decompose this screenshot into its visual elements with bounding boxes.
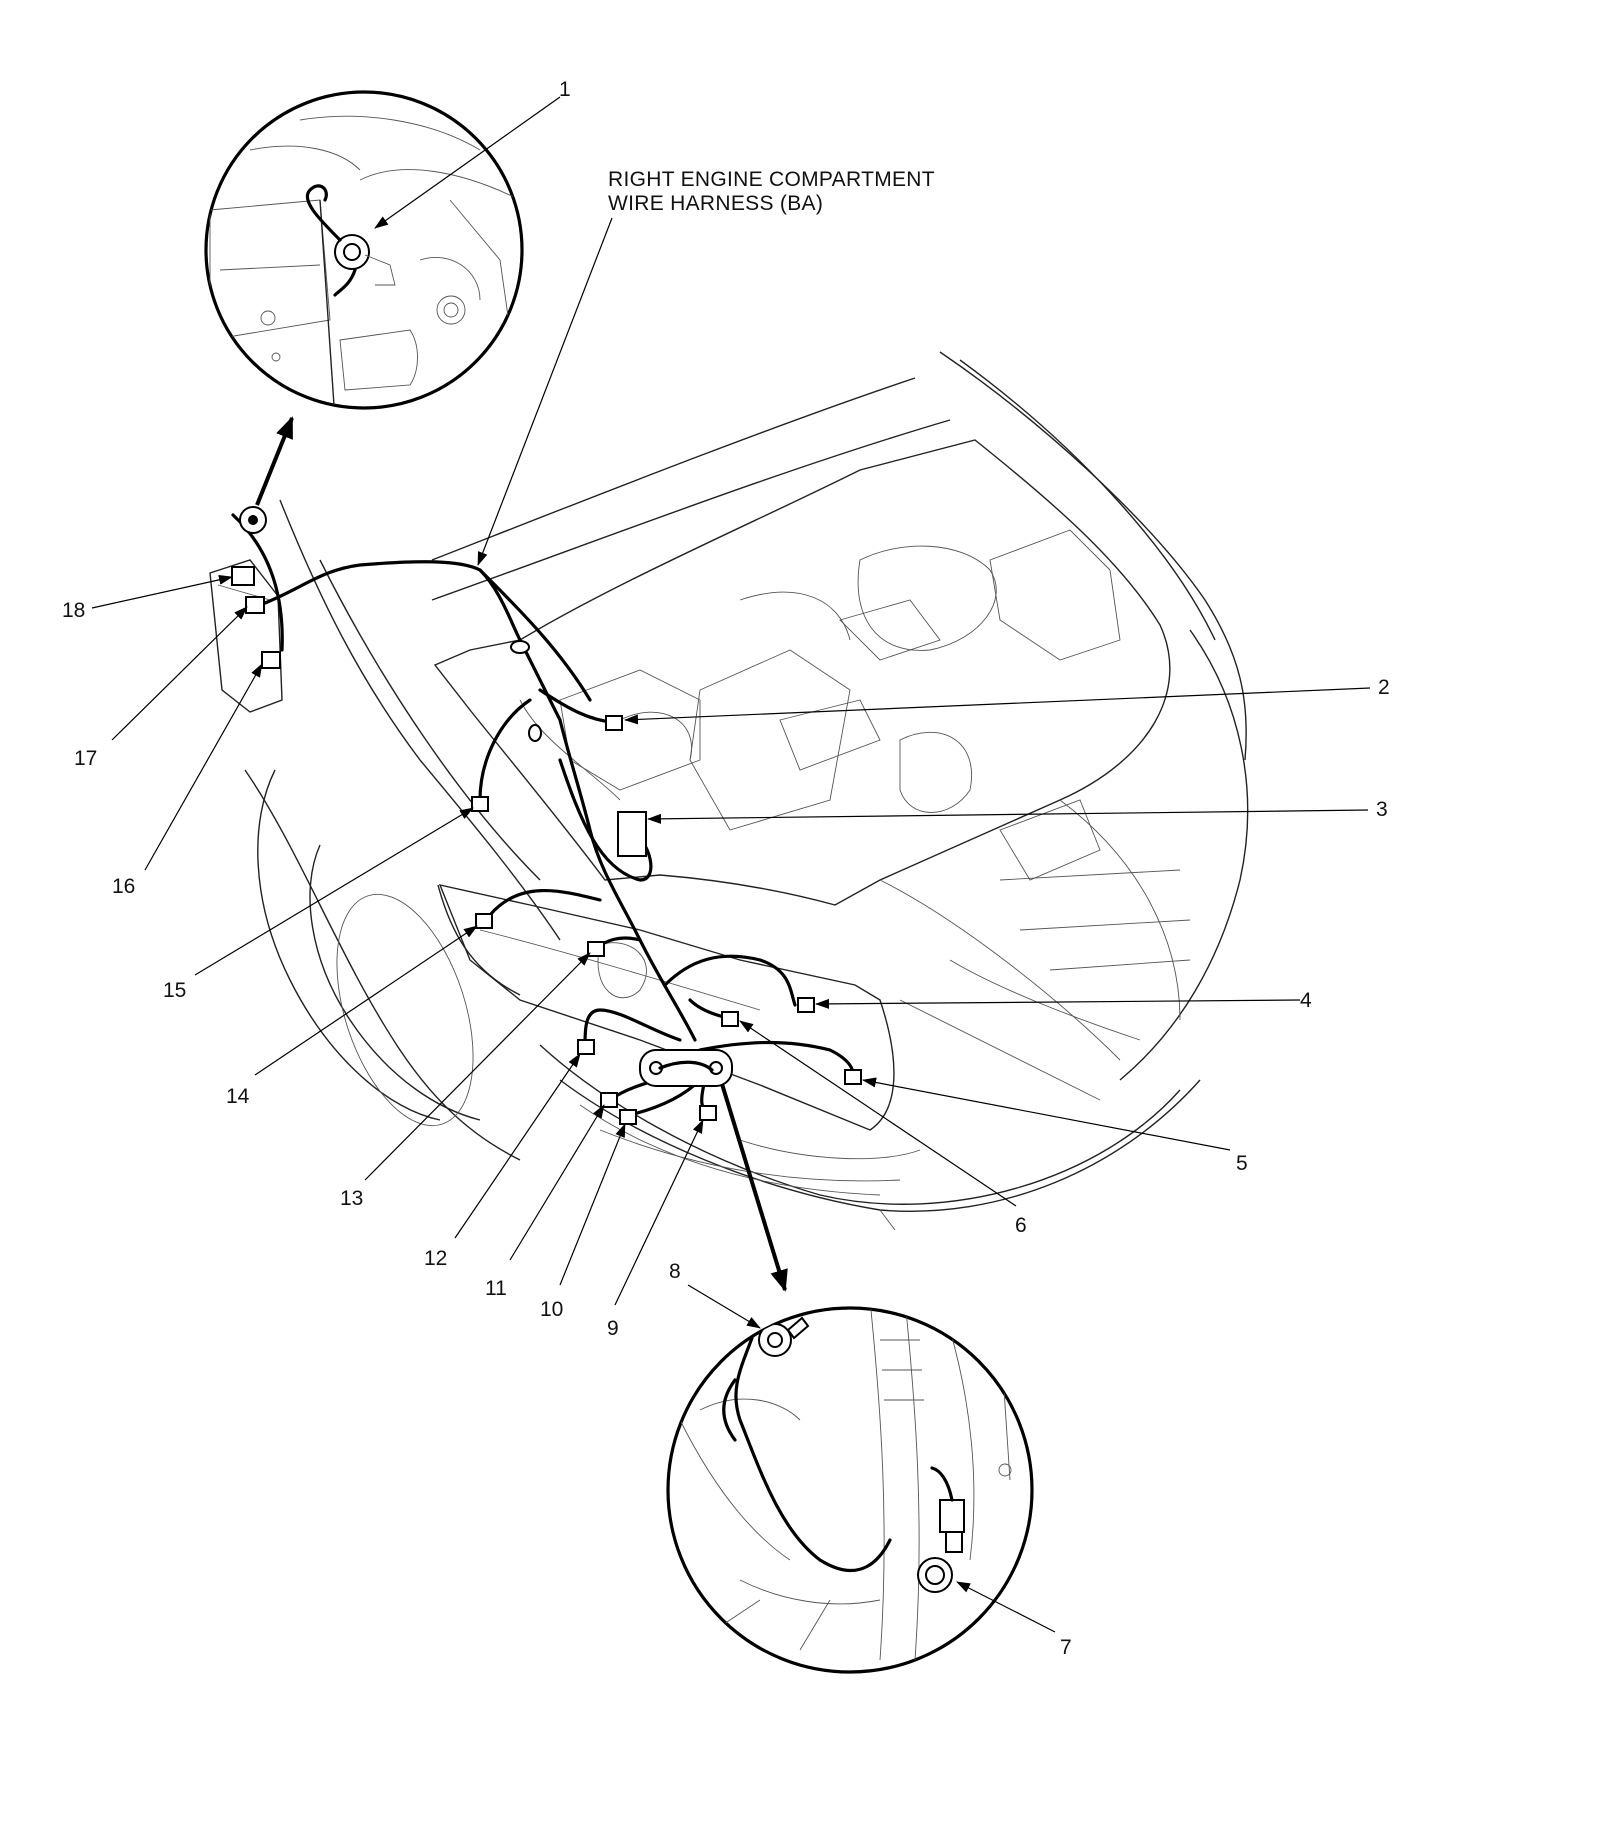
connector-9 [699, 1105, 717, 1121]
callout-16: 16 [112, 875, 135, 898]
callout-6: 6 [1015, 1214, 1027, 1237]
connector-2 [605, 715, 623, 731]
callout-17: 17 [74, 747, 97, 770]
connector-16 [261, 651, 281, 669]
car-body-outline [244, 351, 1249, 1231]
connector-4 [797, 997, 815, 1013]
connector-13 [587, 941, 605, 957]
connector-5 [844, 1069, 862, 1085]
callout-13: 13 [340, 1187, 363, 1210]
callout-18: 18 [62, 599, 85, 622]
connector-12 [577, 1039, 595, 1055]
callout-11: 11 [485, 1277, 507, 1300]
callout-8: 8 [669, 1260, 681, 1283]
callout-7: 7 [1060, 1636, 1072, 1659]
connector-18 [231, 566, 255, 586]
callout-2: 2 [1378, 676, 1390, 699]
callout-4: 4 [1300, 989, 1312, 1012]
ground-bracket [639, 1049, 733, 1087]
connector-11 [600, 1092, 618, 1108]
callout-labels: 1 2 3 4 5 6 7 8 9 10 11 12 13 14 15 16 1… [62, 78, 1390, 1659]
detail-view-top [204, 90, 524, 410]
connector-17 [245, 596, 265, 614]
harness-label-line1: RIGHT ENGINE COMPARTMENT [608, 168, 935, 191]
wire-harness [231, 513, 855, 1117]
callout-5: 5 [1236, 1152, 1248, 1175]
connector-14 [475, 913, 493, 929]
detail-view-bottom [666, 1306, 1034, 1674]
connectors [231, 566, 862, 1125]
connector-10 [619, 1109, 637, 1125]
harness-clips [239, 506, 542, 742]
callout-3: 3 [1376, 798, 1388, 821]
callout-15: 15 [163, 979, 186, 1002]
connector-15 [471, 796, 489, 812]
callout-10: 10 [540, 1298, 563, 1321]
callout-9: 9 [607, 1317, 619, 1340]
connector-3 [617, 811, 647, 857]
callout-12: 12 [424, 1247, 447, 1270]
connector-6 [721, 1011, 739, 1027]
leader-lines [91, 96, 1371, 1633]
callout-1: 1 [559, 78, 571, 101]
harness-label-line2: WIRE HARNESS (BA) [608, 192, 823, 215]
callout-14: 14 [226, 1085, 250, 1108]
